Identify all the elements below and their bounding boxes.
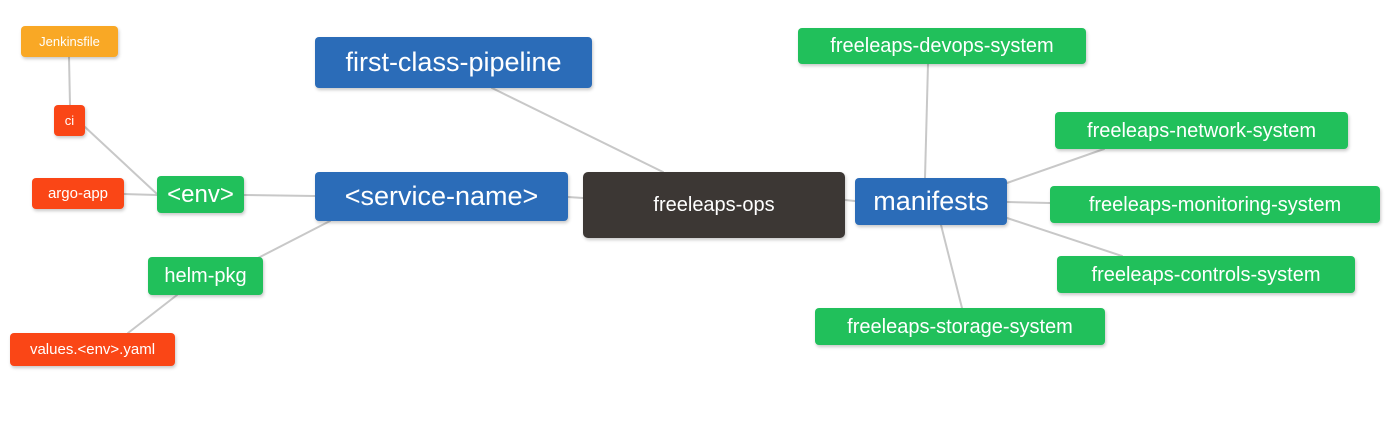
mindmap-node-values-yaml[interactable]: values.<env>.yaml [10, 333, 175, 366]
edge-first-class-pipeline-to-freeleaps-ops [491, 87, 664, 173]
mindmap-node-storage-system[interactable]: freeleaps-storage-system [815, 308, 1105, 345]
mindmap-node-label: freeleaps-devops-system [830, 35, 1054, 57]
edge-manifests-to-network-system [1006, 148, 1105, 184]
mindmap-node-argo-app[interactable]: argo-app [32, 178, 124, 209]
mindmap-node-label: manifests [873, 186, 989, 216]
edge-manifests-to-storage-system [940, 224, 963, 309]
mindmap-node-label: freeleaps-monitoring-system [1088, 193, 1342, 216]
mindmap-node-label: freeleaps-storage-system [847, 315, 1073, 338]
mindmap-node-ci[interactable]: ci [54, 105, 85, 136]
mindmap-node-label: values.<env>.yaml [29, 341, 156, 358]
mindmap-node-controls-system[interactable]: freeleaps-controls-system [1057, 256, 1355, 293]
mindmap-node-label: first-class-pipeline [345, 47, 562, 77]
edge-values-yaml-to-helm-pkg [127, 294, 178, 334]
mindmap-node-devops-system[interactable]: freeleaps-devops-system [798, 28, 1086, 64]
mindmap-node-first-class-pipeline[interactable]: first-class-pipeline [315, 37, 592, 88]
mindmap-node-label: <env> [167, 180, 234, 208]
edge-manifests-to-controls-system [1006, 217, 1123, 257]
mindmap-node-monitoring-system[interactable]: freeleaps-monitoring-system [1050, 186, 1380, 223]
mindmap-node-label: ci [64, 113, 75, 128]
mindmap-node-network-system[interactable]: freeleaps-network-system [1055, 112, 1348, 149]
mindmap-node-label: <service-name> [344, 181, 539, 211]
mindmap-node-freeleaps-ops[interactable]: freeleaps-ops [583, 172, 845, 238]
mindmap-node-manifests[interactable]: manifests [855, 178, 1007, 225]
mindmap-node-label: helm-pkg [164, 265, 247, 287]
mindmap-node-service-name[interactable]: <service-name> [315, 172, 568, 221]
mindmap-node-label: freeleaps-network-system [1087, 119, 1316, 142]
mindmap-node-label: freeleaps-ops [653, 194, 775, 216]
edge-env-to-service-name [243, 194, 316, 197]
edge-manifests-to-monitoring-system [1006, 201, 1051, 204]
mindmap-node-env[interactable]: <env> [157, 176, 244, 213]
edge-jenkinsfile-to-ci [68, 56, 71, 106]
mindmap-node-jenkinsfile[interactable]: Jenkinsfile [21, 26, 118, 57]
mindmap-node-label: Jenkinsfile [39, 34, 100, 49]
edge-manifests-to-devops-system [924, 63, 929, 179]
mindmap-node-label: freeleaps-controls-system [1091, 263, 1321, 286]
edge-service-name-to-freeleaps-ops [567, 196, 584, 199]
mindmap-node-label: argo-app [47, 185, 109, 202]
mindmap-node-helm-pkg[interactable]: helm-pkg [148, 257, 263, 295]
edge-freeleaps-ops-to-manifests [844, 199, 856, 202]
edge-argo-app-to-env [123, 193, 158, 196]
edge-helm-pkg-to-service-name [257, 220, 331, 259]
